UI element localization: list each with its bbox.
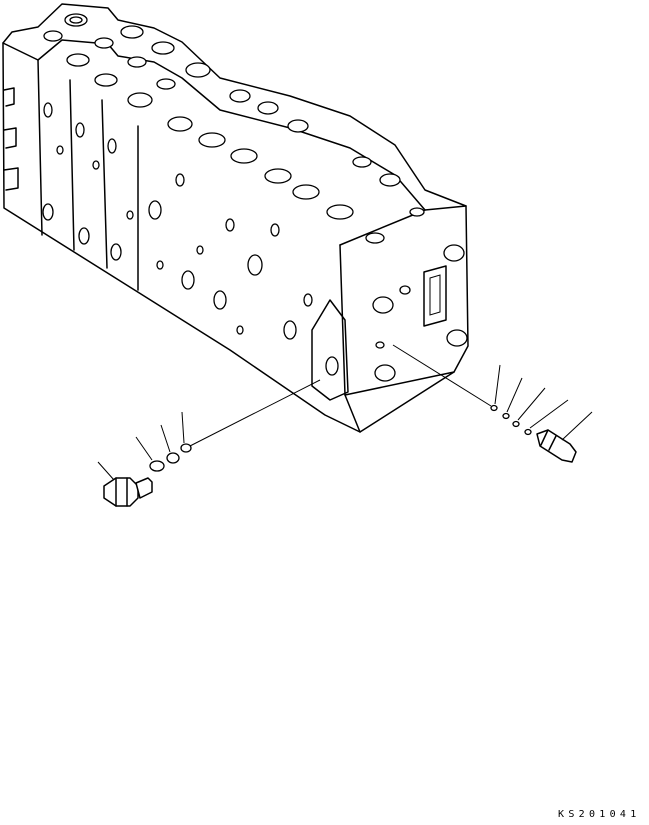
top-ports [43,13,425,244]
side-ports [42,102,313,340]
control-valve-body [2,3,469,433]
left-plug-assembly [97,411,192,507]
drawing-code: KS201041 [558,809,641,820]
assembly-lines [187,344,492,448]
right-plug-assembly [490,364,593,463]
end-cover-bolts [325,244,468,382]
